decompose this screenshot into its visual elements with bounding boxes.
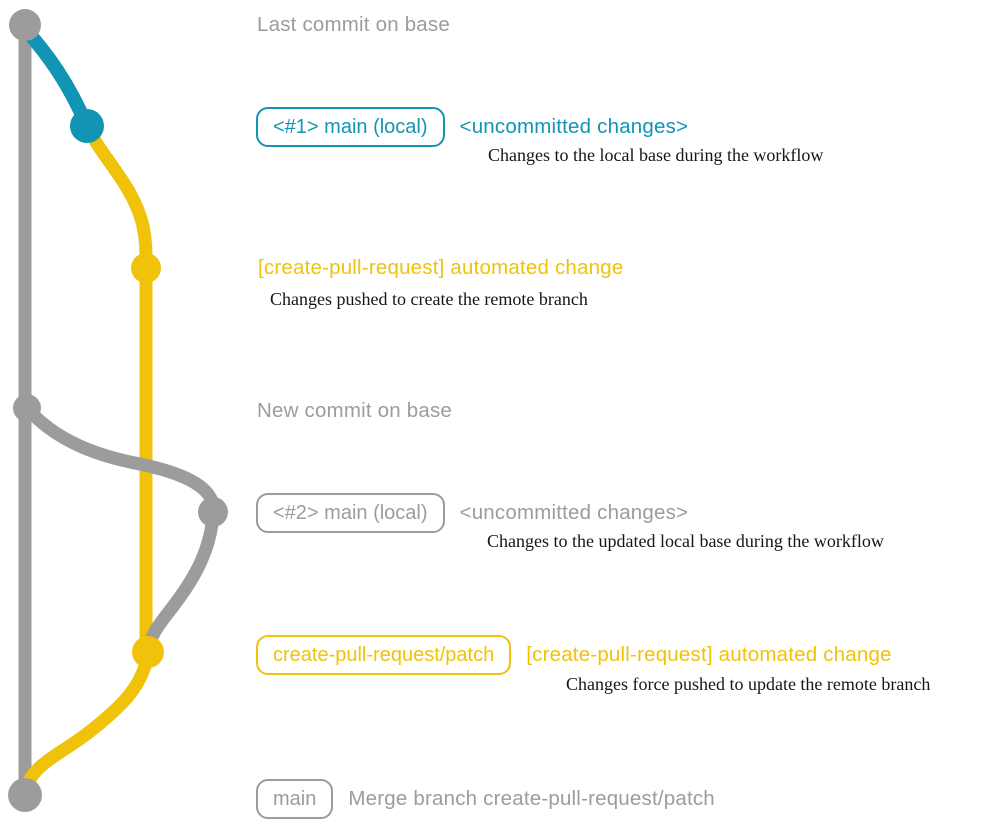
commit-message: Last commit on base bbox=[257, 13, 450, 36]
rebase-branch-line bbox=[20, 401, 221, 659]
commit-message: Merge branch create-pull-request/patch bbox=[348, 787, 715, 810]
commit-message: [create-pull-request] automated change bbox=[258, 256, 624, 279]
branch-label-patch: create-pull-request/patch bbox=[256, 635, 512, 675]
branch-label-main-local-1: <#1> main (local) bbox=[256, 107, 445, 147]
row-patch-commit-1: [create-pull-request] automated change bbox=[258, 256, 623, 280]
row-merge-commit: main Merge branch create-pull-request/pa… bbox=[256, 779, 715, 819]
patch-branch-line bbox=[80, 119, 153, 659]
commit-dot-merge bbox=[8, 778, 42, 812]
row-description: Changes pushed to create the remote bran… bbox=[270, 289, 588, 309]
branch-label-main-local-2: <#2> main (local) bbox=[256, 493, 445, 533]
commit-message: <uncommitted changes> bbox=[459, 115, 689, 138]
patch-merge-line bbox=[18, 645, 155, 800]
commit-dot-local-main-2 bbox=[198, 497, 228, 527]
commit-dot-local-main-1 bbox=[70, 109, 104, 143]
commit-message: <uncommitted changes> bbox=[459, 501, 689, 524]
commit-dot-patch-1 bbox=[131, 253, 161, 283]
commit-graph bbox=[8, 9, 228, 812]
commit-dot-last-base bbox=[9, 9, 41, 41]
commit-dot-new-base bbox=[13, 394, 41, 422]
row-description: Changes force pushed to update the remot… bbox=[566, 674, 931, 694]
commit-message: New commit on base bbox=[257, 399, 453, 422]
commit-message: [create-pull-request] automated change bbox=[526, 643, 892, 666]
row-last-commit-on-base: Last commit on base bbox=[257, 13, 450, 37]
row-description: Changes to the updated local base during… bbox=[487, 531, 884, 551]
row-patch-commit-2: create-pull-request/patch [create-pull-r… bbox=[256, 635, 892, 675]
local-main-branch-line bbox=[19, 23, 94, 133]
row-local-main-1: <#1> main (local) <uncommitted changes> bbox=[256, 107, 688, 147]
row-description: Changes to the local base during the wor… bbox=[488, 145, 824, 165]
commit-dot-patch-2 bbox=[132, 636, 164, 668]
branch-label-main: main bbox=[256, 779, 334, 819]
row-new-commit-on-base: New commit on base bbox=[257, 399, 452, 423]
row-local-main-2: <#2> main (local) <uncommitted changes> bbox=[256, 493, 688, 533]
